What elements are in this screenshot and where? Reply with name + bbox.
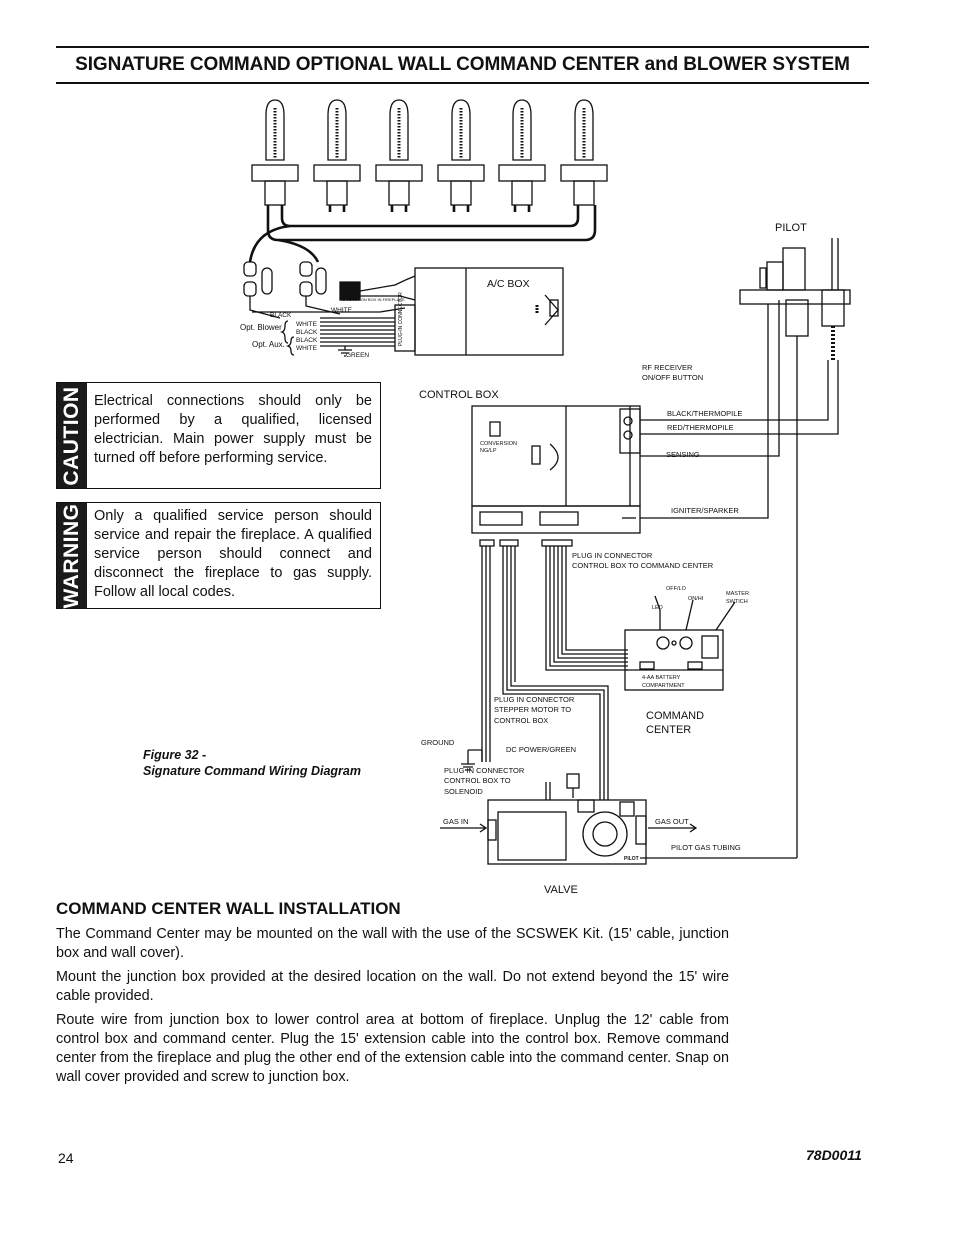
ac-box-label: A/C BOX: [487, 278, 530, 290]
pilot-label: PILOT: [775, 222, 807, 234]
plug-stepper-label-3: CONTROL BOX: [494, 716, 548, 725]
valve-pilot-mark: PILOT: [624, 856, 639, 862]
command-center-label-2: CENTER: [646, 724, 691, 736]
figure-caption: Figure 32 - Signature Command Wiring Dia…: [143, 747, 361, 779]
dc-power-label: DC POWER/GREEN: [506, 745, 576, 754]
warning-tab-label: WARNING: [60, 503, 83, 608]
master-switch-label-2: SWTICH: [726, 599, 748, 605]
control-box-label: CONTROL BOX: [419, 389, 499, 401]
plug-in-connector-label: PLUG-IN CONNECTOR: [398, 292, 404, 346]
black-wire-label: BLACK: [270, 312, 292, 319]
control-box: [471, 405, 641, 534]
battery-label: 4-AA BATTERY: [642, 675, 681, 681]
gas-in-label: GAS IN: [443, 817, 468, 826]
wire-black-label-1: BLACK: [296, 329, 318, 336]
led-label: LED: [652, 605, 663, 611]
blower-connectors: [243, 261, 416, 319]
rf-receiver-label: RF RECEIVER: [642, 363, 693, 372]
section-heading: COMMAND CENTER WALL INSTALLATION: [56, 899, 401, 918]
paragraph-2: Mount the junction box provided at the d…: [56, 969, 729, 1004]
master-switch-label: MASTER: [726, 591, 749, 597]
sensing-wire: [640, 300, 780, 457]
wire-black-label-2: BLACK: [296, 337, 318, 344]
conversion-gas-label: NG/LP: [480, 448, 497, 454]
paragraph-3: Route wire from junction box to lower co…: [56, 1012, 729, 1085]
caution-text: Electrical connections should only be pe…: [94, 393, 372, 466]
junction-box-label: TO JUNCTION BOX IN FIREPLACE: [340, 297, 405, 302]
command-center: [624, 595, 736, 691]
igniter-wire: [640, 304, 769, 519]
black-thermopile-label: BLACK/THERMOPILE: [667, 409, 742, 418]
plug-cc-label: PLUG IN CONNECTOR: [572, 551, 653, 560]
caution-tab-label: CAUTION: [60, 385, 83, 486]
red-thermopile-label: RED/THERMOPILE: [667, 423, 734, 432]
opt-aux-label: Opt. Aux.: [252, 340, 285, 349]
wire-white-label-2: WHITE: [296, 345, 318, 352]
plug-cc-label-2: CONTROL BOX TO COMMAND CENTER: [572, 561, 714, 570]
conversion-label: CONVERSION: [480, 441, 517, 447]
figure-title: Signature Command Wiring Diagram: [143, 764, 361, 778]
title-rule: [56, 82, 869, 84]
top-rule: [56, 46, 869, 48]
on-hi-label: ON/HI: [688, 596, 704, 602]
off-lo-label: OFF/LO: [666, 586, 687, 592]
page-title: SIGNATURE COMMAND OPTIONAL WALL COMMAND …: [75, 54, 850, 75]
paragraph-1: The Command Center may be mounted on the…: [56, 926, 729, 961]
igniter-label: IGNITER/SPARKER: [671, 506, 739, 515]
warning-text: Only a qualified service person should s…: [94, 508, 372, 600]
opt-blower-label: Opt. Blower: [240, 323, 282, 332]
wire-white-label-1: WHITE: [296, 321, 318, 328]
control-cables: [461, 539, 628, 800]
black-thermopile-wire: [640, 360, 829, 421]
pilot-assembly: [739, 238, 851, 858]
warning-box: WARNING Only a qualified service person …: [56, 502, 381, 609]
gas-out-label: GAS OUT: [655, 817, 689, 826]
warning-tab: WARNING: [57, 503, 87, 608]
red-thermopile-wire: [640, 360, 839, 435]
gas-valve: [440, 799, 698, 865]
green-wire-label: GREEN: [346, 352, 369, 359]
plug-stepper-label: PLUG IN CONNECTOR: [494, 695, 575, 704]
valve-label: VALVE: [544, 884, 578, 896]
command-center-label: COMMAND: [646, 710, 704, 722]
lamp-harness: [248, 205, 597, 263]
sensing-label: SENSING: [666, 450, 700, 459]
ac-box: [279, 267, 564, 357]
battery-label-2: COMPARTMENT: [642, 683, 685, 689]
plug-solenoid-label-3: SOLENOID: [444, 787, 483, 796]
wiring-diagram: PILOT A/C BOX TO JUNCTION BOX IN FIREPLA…: [240, 99, 851, 896]
caution-tab: CAUTION: [57, 383, 87, 488]
pilot-gas-tubing-label: PILOT GAS TUBING: [671, 843, 741, 852]
caution-box: CAUTION Electrical connections should on…: [56, 382, 381, 489]
plug-stepper-label-2: STEPPER MOTOR TO: [494, 705, 571, 714]
figure-number: Figure 32 -: [143, 748, 207, 762]
document-code: 78D0011: [806, 1147, 862, 1163]
plug-solenoid-label: PLUG IN CONNECTOR: [444, 766, 525, 775]
blower-lamps: [251, 99, 608, 206]
white-wire-label: WHITE: [331, 307, 353, 314]
plug-solenoid-label-2: CONTROL BOX TO: [444, 776, 511, 785]
ground-label: GROUND: [421, 738, 455, 747]
rf-receiver-button-label: ON/OFF BUTTON: [642, 373, 703, 382]
page-number: 24: [58, 1150, 74, 1166]
